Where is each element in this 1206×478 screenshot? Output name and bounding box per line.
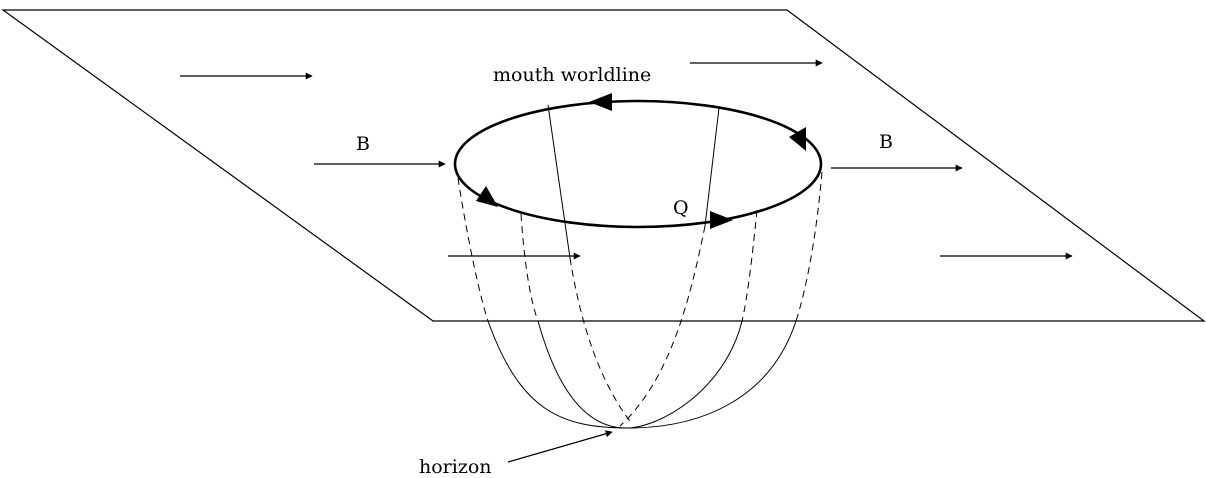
worldline-arrowhead-right	[789, 127, 806, 151]
dashed-generator-1	[457, 177, 489, 322]
worldline-arrowhead-bottom-left	[476, 186, 498, 207]
spacetime-plane	[1, 9, 1206, 322]
b-label-right: B	[879, 131, 893, 153]
q-label: Q	[673, 197, 689, 219]
mouth-worldline-label: mouth worldline	[493, 64, 651, 86]
worldline-arrowhead-top	[589, 93, 612, 111]
horizon-pointer	[507, 430, 613, 463]
inner-line-right	[704, 107, 720, 227]
dashed-generator-2	[520, 213, 539, 322]
b-label-left: B	[356, 133, 370, 155]
inner-line-left	[547, 104, 571, 259]
dashed-generator-4	[619, 225, 706, 427]
dashed-generator-5	[741, 209, 758, 322]
bowl-outer-curve	[487, 320, 797, 429]
horizon-label: horizon	[419, 456, 492, 478]
bowl-inner-curve	[537, 320, 743, 429]
dashed-generator-3	[569, 257, 633, 425]
dashed-generator-6	[795, 171, 823, 322]
worldline-arrowhead-bottom-right	[710, 211, 733, 229]
mouth-worldline-ellipse	[453, 99, 823, 229]
